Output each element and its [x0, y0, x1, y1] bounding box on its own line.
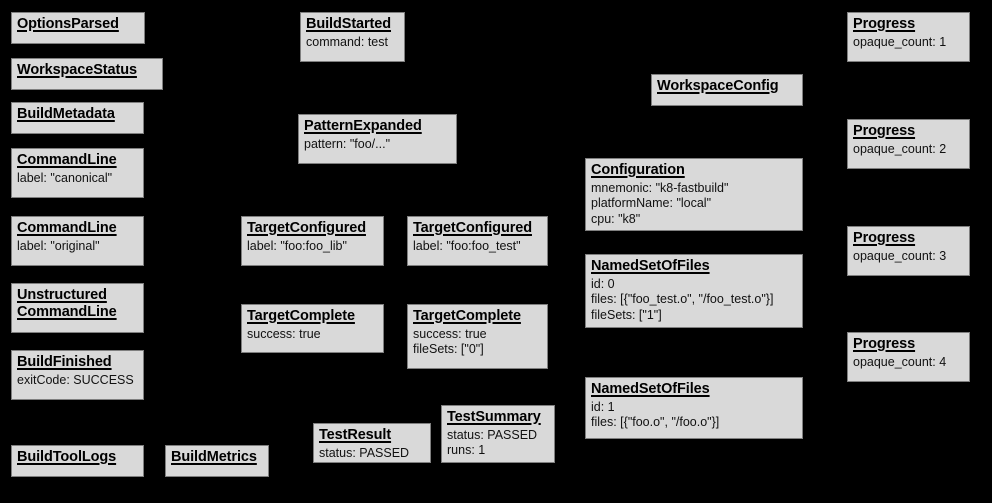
- event-node-build-metrics[interactable]: BuildMetrics: [165, 445, 269, 477]
- event-node-target-complete-lib[interactable]: TargetComplete success: true: [241, 304, 384, 353]
- event-node-field: status: PASSED: [447, 428, 538, 443]
- event-node-field: opaque_count: 4: [853, 355, 947, 370]
- event-node-fields: label: "canonical": [17, 171, 138, 186]
- event-node-title: PatternExpanded: [304, 118, 422, 134]
- event-node-title: TargetComplete: [413, 308, 521, 324]
- event-node-title: NamedSetOfFiles: [591, 381, 710, 397]
- event-node-title: CommandLine: [17, 220, 117, 236]
- event-node-target-configured-test[interactable]: TargetConfigured label: "foo:foo_test": [407, 216, 548, 266]
- event-node-field: files: [{"foo_test.o", "/foo_test.o"}]: [591, 292, 774, 307]
- event-node-field: label: "canonical": [17, 171, 113, 186]
- event-node-field: status: PASSED: [319, 446, 410, 461]
- event-node-title: CommandLine: [17, 152, 117, 168]
- event-node-unstructured-command-line[interactable]: Unstructured CommandLine: [11, 283, 144, 333]
- event-node-title: WorkspaceConfig: [657, 78, 779, 94]
- event-node-fields: opaque_count: 3: [853, 249, 964, 264]
- event-node-build-tool-logs[interactable]: BuildToolLogs: [11, 445, 144, 477]
- event-node-title: TestResult: [319, 427, 392, 443]
- event-node-command-line-canonical[interactable]: CommandLine label: "canonical": [11, 148, 144, 198]
- event-node-fields: opaque_count: 4: [853, 355, 964, 370]
- event-node-title: NamedSetOfFiles: [591, 258, 710, 274]
- event-node-progress-4[interactable]: Progress opaque_count: 4: [847, 332, 970, 382]
- event-node-field: command: test: [306, 35, 388, 50]
- event-node-configuration[interactable]: Configuration mnemonic: "k8-fastbuild"pla…: [585, 158, 803, 231]
- event-node-title: Progress: [853, 123, 916, 139]
- event-node-pattern-expanded[interactable]: PatternExpanded pattern: "foo/...": [298, 114, 457, 164]
- event-node-field: id: 1: [591, 400, 615, 415]
- event-node-field: fileSets: ["0"]: [413, 342, 484, 357]
- event-node-build-metadata[interactable]: BuildMetadata: [11, 102, 144, 134]
- event-node-field: runs: 1: [447, 443, 486, 458]
- event-node-progress-2[interactable]: Progress opaque_count: 2: [847, 119, 970, 169]
- event-node-field: opaque_count: 1: [853, 35, 947, 50]
- event-node-field: label: "foo:foo_test": [413, 239, 521, 254]
- event-node-fields: exitCode: SUCCESS: [17, 373, 138, 388]
- event-node-fields: label: "foo:foo_test": [413, 239, 542, 254]
- event-node-fields: mnemonic: "k8-fastbuild"platformName: "l…: [591, 181, 797, 227]
- event-node-options-parsed[interactable]: OptionsParsed: [11, 12, 145, 44]
- event-node-workspace-status[interactable]: WorkspaceStatus: [11, 58, 163, 90]
- event-node-fields: opaque_count: 1: [853, 35, 964, 50]
- event-node-build-started[interactable]: BuildStarted command: test: [300, 12, 405, 62]
- event-node-fields: command: test: [306, 35, 399, 50]
- event-node-workspace-config[interactable]: WorkspaceConfig: [651, 74, 803, 106]
- event-node-fields: success: true: [247, 327, 378, 342]
- event-node-title: BuildMetadata: [17, 106, 115, 122]
- event-node-title: TestSummary: [447, 409, 541, 425]
- event-node-field: files: [{"foo.o", "/foo.o"}]: [591, 415, 720, 430]
- event-node-target-configured-lib[interactable]: TargetConfigured label: "foo:foo_lib": [241, 216, 384, 266]
- event-node-title: Progress: [853, 16, 916, 32]
- event-node-title: BuildStarted: [306, 16, 392, 32]
- event-node-field: exitCode: SUCCESS: [17, 373, 134, 388]
- event-node-field: cpu: "k8": [591, 211, 641, 226]
- event-node-title: TargetConfigured: [247, 220, 366, 236]
- event-node-fields: label: "original": [17, 239, 138, 254]
- event-node-title: WorkspaceStatus: [17, 62, 137, 78]
- event-node-field: success: true: [413, 327, 487, 342]
- event-node-fields: pattern: "foo/...": [304, 137, 451, 152]
- event-node-command-line-original[interactable]: CommandLine label: "original": [11, 216, 144, 266]
- event-node-title: OptionsParsed: [17, 16, 119, 32]
- event-node-fields: label: "foo:foo_lib": [247, 239, 378, 254]
- event-node-progress-1[interactable]: Progress opaque_count: 1: [847, 12, 970, 62]
- event-node-title: TargetComplete: [247, 308, 355, 324]
- event-node-field: opaque_count: 2: [853, 142, 947, 157]
- event-node-field: id: 0: [591, 277, 615, 292]
- event-node-field: pattern: "foo/...": [304, 137, 391, 152]
- event-node-build-finished[interactable]: BuildFinished exitCode: SUCCESS: [11, 350, 144, 400]
- event-node-field: label: "foo:foo_lib": [247, 239, 347, 254]
- event-node-progress-3[interactable]: Progress opaque_count: 3: [847, 226, 970, 276]
- event-node-test-result[interactable]: TestResult status: PASSED: [313, 423, 431, 463]
- event-node-field: mnemonic: "k8-fastbuild": [591, 181, 729, 196]
- event-node-title: BuildFinished: [17, 354, 112, 370]
- event-node-title: TargetConfigured: [413, 220, 532, 236]
- event-node-field: label: "original": [17, 239, 100, 254]
- event-node-field: success: true: [247, 327, 321, 342]
- event-node-title: Progress: [853, 230, 916, 246]
- event-node-title: Configuration: [591, 162, 685, 178]
- event-node-title: BuildToolLogs: [17, 449, 117, 465]
- event-node-field: opaque_count: 3: [853, 249, 947, 264]
- event-node-title: Unstructured CommandLine: [17, 287, 117, 321]
- event-node-field: fileSets: ["1"]: [591, 307, 662, 322]
- event-node-fields: status: PASSED: [319, 446, 425, 461]
- event-node-field: platformName: "local": [591, 196, 712, 211]
- event-node-fields: opaque_count: 2: [853, 142, 964, 157]
- event-node-title: Progress: [853, 336, 916, 352]
- event-node-title: BuildMetrics: [171, 449, 257, 465]
